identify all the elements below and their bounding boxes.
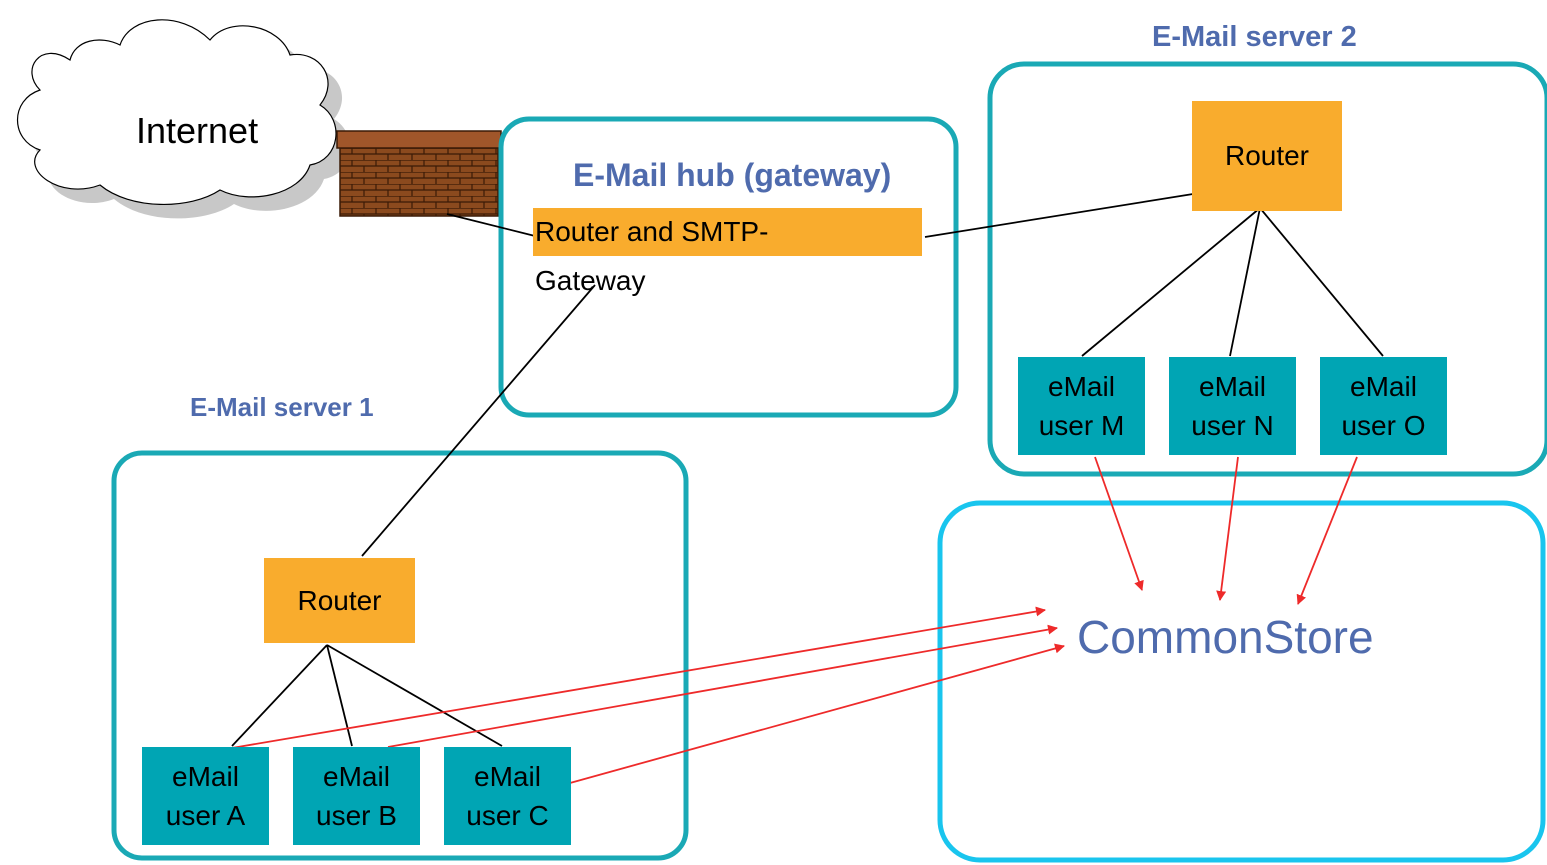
arrow-userB-store: [387, 624, 1058, 748]
link-router1-userA: [231, 644, 328, 747]
arrow-userC-store: [569, 643, 1065, 784]
user-label-line2: user N: [1191, 410, 1274, 441]
commonstore-container: [937, 500, 1546, 863]
server1-container: [111, 450, 689, 861]
user-label-line1: eMail: [1199, 370, 1266, 402]
user-label-line1: eMail: [474, 760, 541, 792]
server1-user-a: eMail user A: [142, 747, 269, 845]
server2-user-o: eMail user O: [1320, 357, 1447, 455]
commonstore-label: CommonStore: [1077, 611, 1374, 663]
user-label-line1: eMail: [1350, 370, 1417, 402]
link-firewall-hub: [446, 213, 536, 237]
hub-router-line1: Router and SMTP-: [535, 216, 769, 247]
hub-title: E-Mail hub (gateway): [573, 157, 892, 193]
server2-title: E-Mail server 2: [1152, 21, 1357, 53]
server1-user-c: eMail user C: [444, 747, 571, 845]
arrow-userA-store: [231, 606, 1046, 749]
cloud-icon: [17, 19, 351, 219]
link-hub-server2: [924, 193, 1194, 238]
server2-container: [987, 61, 1547, 477]
link-router2-userN: [1229, 207, 1261, 357]
hub-router-bar: [533, 208, 922, 256]
server1-router: Router: [264, 558, 415, 643]
arrow-userO-store: [1296, 456, 1358, 605]
internet-label: Internet: [136, 110, 259, 151]
server2-user-n: eMail user N: [1169, 357, 1296, 455]
user-label-line1: eMail: [323, 760, 390, 792]
link-router2-userO: [1259, 207, 1384, 357]
link-router1-userC: [326, 644, 503, 747]
arrow-userM-store: [1094, 456, 1144, 591]
hub-router-line2: Gateway: [535, 265, 646, 296]
user-label-line2: user M: [1038, 410, 1125, 441]
user-label-line2: user B: [316, 800, 397, 831]
link-router2-userM: [1081, 207, 1261, 357]
arrow-userN-store: [1216, 456, 1239, 601]
server2-user-m: eMail user M: [1018, 357, 1145, 455]
link-hub-server1: [361, 284, 596, 557]
server1-user-b: eMail user B: [293, 747, 420, 845]
user-label-line2: user A: [165, 800, 246, 831]
hub-container: [498, 116, 959, 418]
user-label-line1: eMail: [1048, 370, 1115, 402]
server1-title: E-Mail server 1: [190, 392, 374, 422]
server2-router: Router: [1192, 101, 1342, 211]
brick-wall-icon: [336, 130, 502, 217]
user-label-line2: user C: [466, 800, 549, 831]
user-label-line2: user O: [1341, 410, 1426, 441]
user-label-line1: eMail: [172, 760, 239, 792]
